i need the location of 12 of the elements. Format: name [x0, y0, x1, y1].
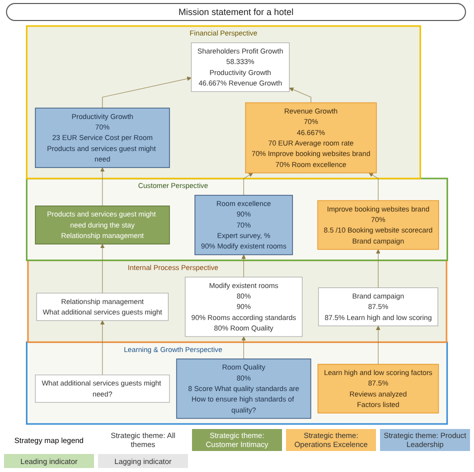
- arrow: [241, 336, 246, 360]
- arrow: [100, 320, 105, 376]
- title-banner: Mission statement for a hotel: [6, 3, 466, 21]
- arrow: [376, 326, 380, 364]
- arrow: [100, 244, 105, 294]
- arrow: [376, 249, 380, 288]
- arrow: [289, 88, 312, 104]
- arrow: [368, 172, 378, 201]
- arrow: [243, 172, 254, 196]
- arrow: [102, 76, 192, 108]
- arrow: [241, 254, 246, 278]
- arrow: [100, 167, 105, 206]
